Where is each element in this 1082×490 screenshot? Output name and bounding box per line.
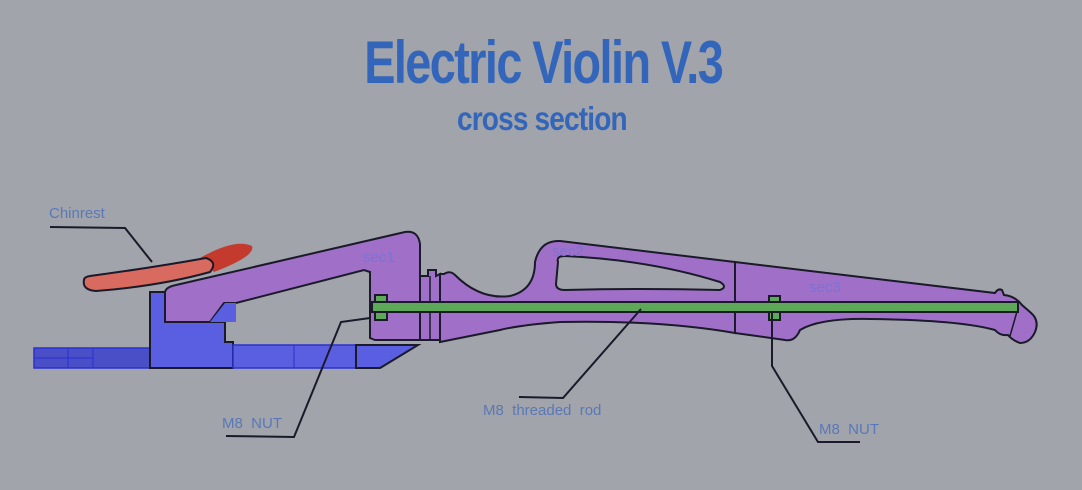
nut-left-label: M8 NUT bbox=[222, 415, 282, 432]
body-section-2 bbox=[439, 239, 736, 344]
diagram-subtitle: cross section bbox=[456, 100, 628, 137]
nut-right-label: M8 NUT bbox=[819, 421, 879, 438]
base-mount bbox=[33, 291, 422, 369]
chinrest bbox=[82, 243, 253, 293]
nut-right-leader bbox=[771, 312, 860, 443]
sec2-cutout bbox=[554, 254, 725, 292]
body-section-1 bbox=[164, 230, 421, 341]
section-label-2: sec2 bbox=[552, 243, 584, 260]
chinrest-leader bbox=[49, 226, 153, 263]
section-label-1: sec1 bbox=[363, 249, 395, 266]
section-label-3: sec3 bbox=[809, 279, 841, 296]
diagram-title: Electric Violin V.3 bbox=[364, 29, 724, 96]
rod-leader bbox=[518, 308, 642, 400]
rod-label: M8 threaded rod bbox=[483, 402, 601, 419]
base-wedge bbox=[355, 344, 422, 369]
chinrest-label: Chinrest bbox=[49, 205, 106, 222]
nut-left-leader bbox=[225, 317, 371, 439]
